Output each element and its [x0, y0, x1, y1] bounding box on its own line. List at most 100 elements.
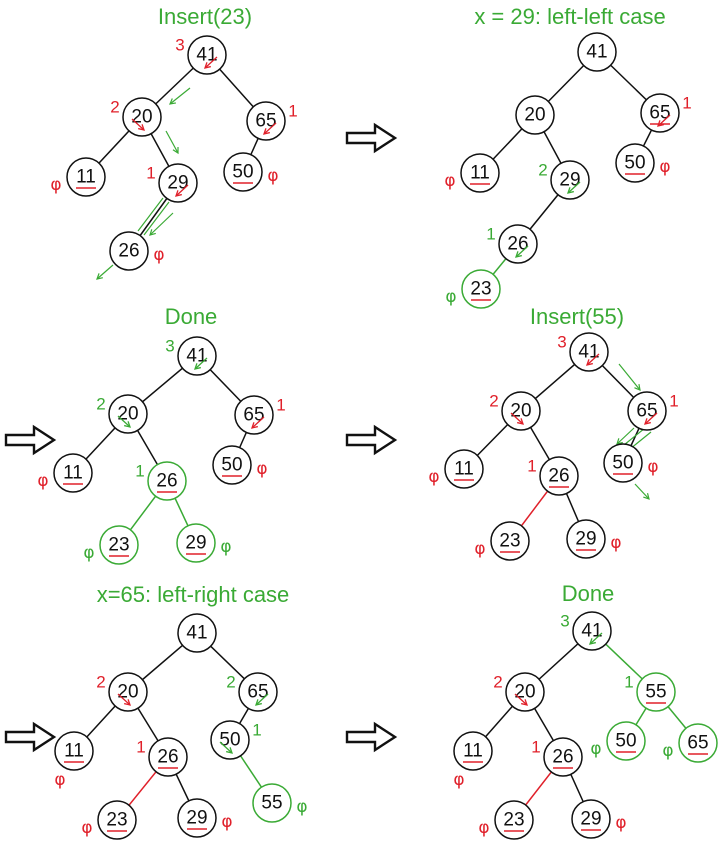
hollow-right-arrow-icon — [4, 424, 57, 456]
node-circle — [54, 731, 94, 771]
null-child-phi: φ — [267, 166, 278, 186]
balance-factor: 2 — [493, 673, 502, 692]
tree-node-23: 23φ — [83, 525, 139, 565]
balance-arrow-icon — [567, 181, 581, 194]
null-child-phi: φ — [662, 741, 673, 761]
node-circle — [187, 35, 227, 75]
path-arrow-icon — [149, 212, 174, 236]
balance-arrow-icon — [514, 693, 528, 706]
node-key: 11 — [76, 167, 96, 188]
tree-node-26: 261 — [486, 224, 538, 264]
node-key: 26 — [156, 471, 177, 492]
tree-node-55: 551 — [624, 672, 676, 712]
tree-node-65: 65φ — [662, 723, 718, 763]
tree-node-23: 23φ — [478, 800, 534, 840]
node-circle — [122, 97, 162, 137]
panel-title: x=65: left-right case — [97, 582, 290, 607]
node-key: 26 — [118, 241, 139, 262]
tree-node-41: 41 — [177, 613, 217, 653]
null-child-phi: φ — [256, 459, 267, 479]
node-key: 41 — [186, 623, 207, 644]
null-child-phi: φ — [444, 171, 455, 191]
balance-factor: 2 — [226, 673, 235, 692]
node-key: 23 — [106, 810, 127, 831]
node-key: 20 — [117, 404, 138, 425]
tree-node-11: 11φ — [453, 731, 493, 790]
null-child-phi: φ — [474, 539, 485, 559]
balance-factor: 3 — [165, 337, 174, 356]
node-circle — [453, 731, 493, 771]
null-child-phi: φ — [615, 813, 626, 833]
node-key: 29 — [167, 173, 188, 194]
node-circle — [66, 157, 106, 197]
balance-factor: 2 — [110, 98, 119, 117]
node-circle — [99, 525, 139, 565]
node-key: 65 — [636, 401, 657, 422]
node-key: 26 — [157, 747, 178, 768]
null-child-phi: φ — [428, 467, 439, 487]
tree-node-20: 20 — [515, 95, 555, 135]
tree-node-23: 23 φ — [474, 521, 530, 561]
balance-factor: 3 — [175, 36, 184, 55]
node-circle — [539, 456, 579, 496]
balance-factor: 3 — [557, 333, 566, 352]
balance-factor: 2 — [96, 395, 105, 414]
double-edge-highlight — [137, 197, 170, 236]
node-circle — [550, 160, 590, 200]
tree-node-11: 11φ — [37, 453, 93, 493]
path-arrow-icon — [616, 427, 635, 445]
null-child-phi: φ — [83, 543, 94, 563]
balance-arrow-icon — [117, 693, 131, 706]
balance-arrow-icon — [586, 353, 600, 366]
node-circle — [177, 798, 217, 838]
node-key: 26 — [552, 747, 573, 768]
balance-arrow-icon — [263, 122, 277, 135]
node-key: 41 — [581, 621, 602, 642]
node-circle — [490, 521, 530, 561]
balance-factor: 1 — [486, 225, 495, 244]
tree-node-11: 11φ — [428, 449, 484, 489]
balance-factor: 1 — [136, 738, 145, 757]
null-child-phi: φ — [610, 533, 621, 553]
balance-factor: 1 — [288, 102, 297, 121]
hollow-right-arrow-icon — [345, 424, 398, 456]
node-key: 11 — [64, 741, 84, 762]
node-circle — [223, 152, 263, 192]
node-key: 23 — [499, 531, 520, 552]
node-key: 65 — [649, 103, 670, 124]
node-key: 20 — [131, 107, 152, 128]
balance-arrow-icon — [175, 184, 189, 197]
tree-node-20: 20 2 — [110, 97, 162, 137]
node-circle — [210, 720, 250, 760]
tree-node-41: 413 — [560, 611, 612, 651]
node-key: 65 — [243, 405, 264, 426]
path-arrow-icon — [96, 264, 114, 280]
node-key: 41 — [196, 45, 217, 66]
panel-title: Insert(23) — [158, 4, 252, 29]
hollow-right-arrow-icon — [345, 721, 398, 753]
null-child-phi: φ — [659, 157, 670, 177]
node-circle — [603, 443, 643, 483]
node-circle — [498, 224, 538, 264]
path-arrow-icon — [618, 363, 641, 391]
node-key: 65 — [247, 682, 268, 703]
node-circle — [147, 461, 187, 501]
tree-node-41: 41 — [577, 32, 617, 72]
null-child-phi: φ — [220, 537, 231, 557]
tree-node-23: 23φ — [445, 269, 501, 309]
node-circle — [177, 336, 217, 376]
node-key: 23 — [470, 279, 491, 300]
node-key: 50 — [615, 731, 636, 752]
balance-arrow-icon — [644, 412, 658, 425]
hollow-right-arrow-icon — [4, 721, 57, 753]
